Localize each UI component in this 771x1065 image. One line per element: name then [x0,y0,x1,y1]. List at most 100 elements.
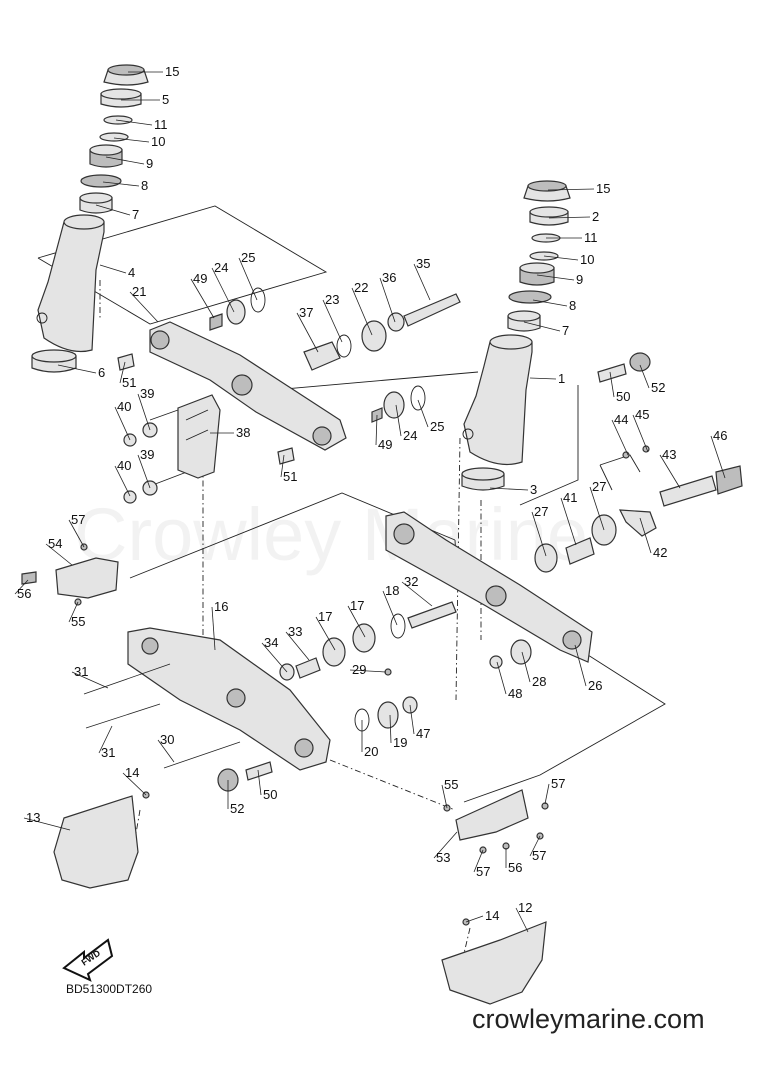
bushing-icon [377,701,399,729]
diagram-code: BD51300DT260 [66,982,152,996]
part-number-label: 7 [132,207,139,222]
leader-line [639,364,650,389]
part-number-label: 23 [325,292,339,307]
bushing-icon [383,391,405,419]
leader-line [521,651,531,683]
leader-line [523,321,561,332]
part-number-label: 42 [653,545,667,560]
fwd-arrow-icon: FWD [62,938,114,982]
callout-20: 20 [361,720,378,759]
watermark-text: Crowley Marine [74,493,588,576]
leader-line [531,511,547,557]
part-number-label: 39 [140,447,154,462]
part-number-label: 25 [241,250,255,265]
callout-18: 18 [382,583,399,626]
ring-icon [31,349,77,373]
callout-5: 5 [121,92,169,107]
part-number-label: 51 [122,375,136,390]
callout-39: 39 [137,386,154,431]
part-number-label: 33 [288,624,302,639]
callout-56: 56 [14,579,31,601]
callout-12: 12 [515,900,532,933]
leader-line [280,454,285,478]
leader-line [285,631,310,661]
part-number-label: 40 [117,458,131,473]
leader-line [14,579,29,595]
callout-11: 11 [115,117,168,132]
part-number-label: 49 [193,271,207,286]
callout-30: 30 [157,732,174,763]
part-number-label: 6 [98,365,105,380]
callout-56: 56 [505,848,522,875]
part-number-label: 38 [236,425,250,440]
callout-53: 53 [433,831,458,865]
callout-21: 21 [129,284,159,323]
leader-line [409,704,415,735]
part-number-label: 57 [476,864,490,879]
leader-line [395,404,402,437]
part-number-label: 30 [160,732,174,747]
leader-line [351,287,373,336]
callout-57: 57 [544,776,565,805]
callout-57: 57 [529,835,546,863]
part-number-label: 17 [350,598,364,613]
part-number-label: 9 [576,272,583,287]
leader-line [99,264,127,274]
part-number-label: 45 [635,407,649,422]
part-number-label: 32 [404,574,418,589]
part-number-label: 34 [264,635,278,650]
part-number-label: 17 [318,609,332,624]
part-number-label: 8 [141,178,148,193]
part-number-label: 21 [132,284,146,299]
bolt-icon [209,313,223,331]
right-small-bracket [443,789,549,854]
bushing-icon [361,320,387,352]
callout-29: 29 [349,662,387,677]
snap-ring-icon [336,334,352,358]
callout-4: 4 [99,264,135,280]
leader-line [137,454,151,489]
leader-line [379,277,396,323]
part-number-label: 56 [508,860,522,875]
callout-44: 44 [611,412,628,456]
part-number-label: 10 [151,134,165,149]
bolt-icon [403,293,461,327]
callout-49: 49 [375,414,392,452]
leader-line [238,257,258,301]
part-number-label: 55 [444,777,458,792]
callout-1: 1 [529,371,565,386]
part-number-label: 56 [17,586,31,601]
leader-line [211,606,216,651]
bolt-icon [245,761,273,781]
part-number-label: 24 [214,260,228,275]
bolt-icon [83,663,171,695]
cap-icon [523,180,571,202]
snap-ring-icon [250,287,266,313]
bolt-icon [163,741,241,769]
callout-9: 9 [105,156,153,171]
callout-25: 25 [238,250,258,301]
ring-icon [100,88,142,108]
part-number-label: 5 [162,92,169,107]
cap-icon [629,352,651,372]
callout-10: 10 [113,134,165,149]
swivel-shaft-icon [36,214,105,353]
leader-line [609,371,615,398]
part-number-label: 57 [71,512,85,527]
part-number-label: 52 [230,801,244,816]
bolt-icon [597,363,627,383]
callout-8: 8 [532,298,576,313]
callout-10: 10 [543,252,594,267]
part-number-label: 44 [614,412,628,427]
swivel-shaft-icon [462,334,533,465]
part-number-label: 19 [393,735,407,750]
leader-line [349,669,387,673]
callout-14: 14 [122,765,147,796]
bushing-icon [79,192,113,214]
part-number-label: 51 [283,469,297,484]
callout-48: 48 [496,661,522,701]
nut-icon [489,655,503,669]
plate-icon [177,394,221,479]
callout-54: 54 [45,536,73,566]
